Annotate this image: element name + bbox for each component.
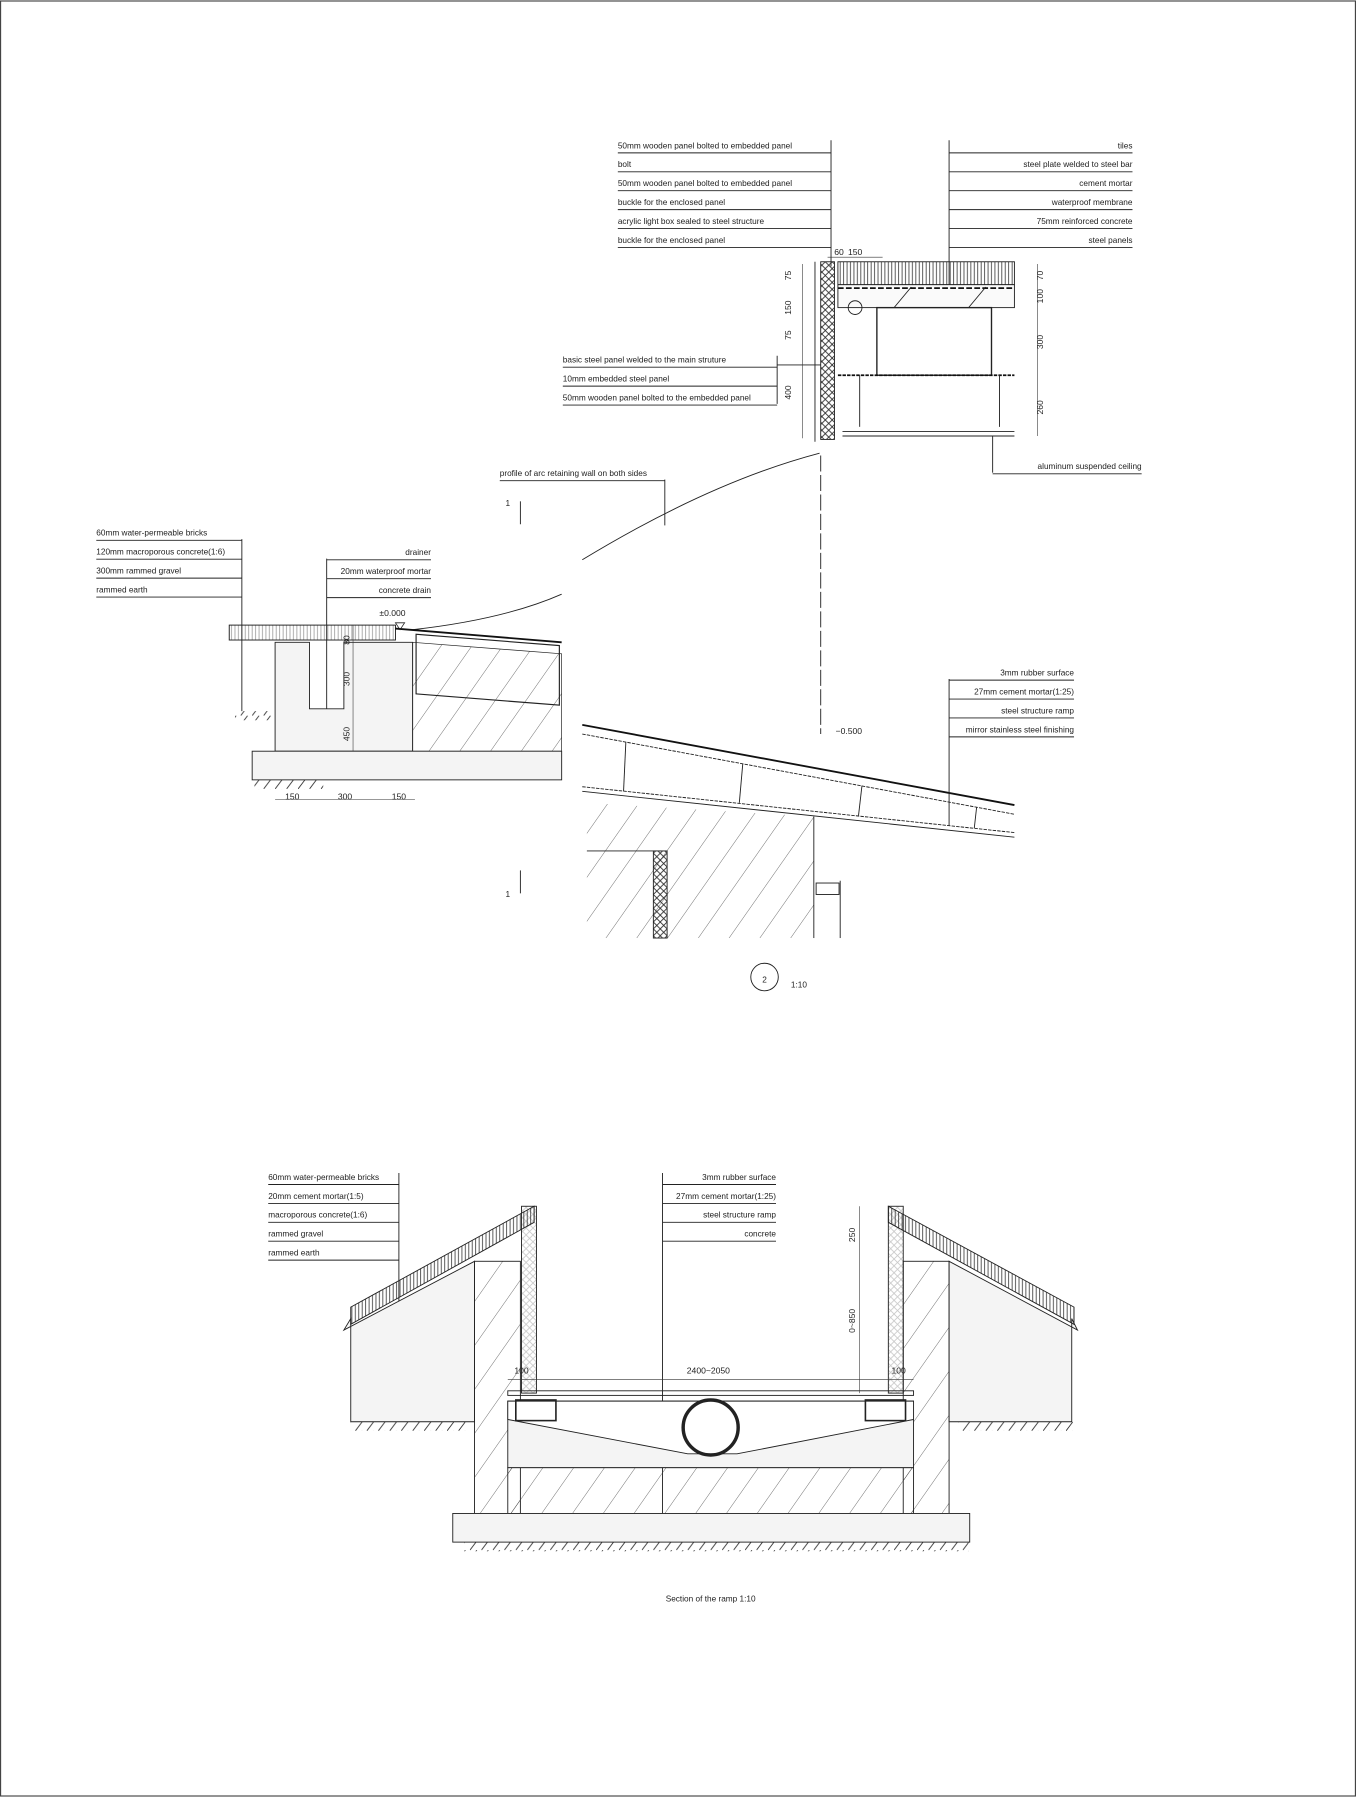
annotation-label: 120mm macroporous concrete(1:6) xyxy=(96,548,225,557)
annotation-label: rammed earth xyxy=(96,585,148,594)
dimension-label: 80 xyxy=(342,635,352,645)
annotation-label: concrete xyxy=(744,1230,776,1239)
dimension-label: 75 xyxy=(783,330,793,340)
annotation-label: 50mm wooden panel bolted to the embedded… xyxy=(563,393,751,402)
dimension-label: 150 xyxy=(392,791,407,801)
annotation-label: steel plate welded to steel bar xyxy=(1023,160,1132,169)
section-title: Section of the ramp 1:10 xyxy=(666,1595,756,1604)
annotation-label: buckle for the enclosed panel xyxy=(618,198,725,207)
annotation-label: 50mm wooden panel bolted to embedded pan… xyxy=(618,141,792,150)
dimension-label: 150 xyxy=(783,300,793,315)
elevation-label: ±0.000 xyxy=(379,608,405,618)
dimension-label: 300 xyxy=(342,672,352,687)
annotation-label: buckle for the enclosed panel xyxy=(618,236,725,245)
annotation-label: 60mm water-permeable bricks xyxy=(96,529,207,538)
dimension-label: 300 xyxy=(1035,335,1045,350)
dimension-label: 75 xyxy=(783,271,793,281)
annotation-label: steel structure ramp xyxy=(1001,706,1074,715)
annotation-label: 27mm cement mortar(1:25) xyxy=(974,687,1074,696)
annotation-label: 27mm cement mortar(1:25) xyxy=(676,1192,776,1201)
section-mark: 1 xyxy=(505,499,510,508)
annotation-label: steel panels xyxy=(1088,236,1132,245)
annotation-label: 50mm wooden panel bolted to embedded pan… xyxy=(618,179,792,188)
dimension-label: 100 xyxy=(1035,289,1045,304)
dimension-label: 0~850 xyxy=(847,1309,857,1333)
wall-ceiling-detail xyxy=(776,140,1038,735)
detail-number-circle xyxy=(750,962,779,992)
section-mark: 1 xyxy=(505,890,510,899)
annotation-label: 10mm embedded steel panel xyxy=(563,375,670,384)
ramp-section xyxy=(342,1173,1079,1552)
annotation-label: mirror stainless steel finishing xyxy=(966,725,1075,734)
annotation-label: 3mm rubber surface xyxy=(1000,669,1074,678)
annotation-label: 20mm waterproof mortar xyxy=(341,567,432,576)
annotation-label: 300mm rammed gravel xyxy=(96,567,181,576)
arc-retaining-wall-upper xyxy=(582,452,820,561)
annotation-label: basic steel panel welded to the main str… xyxy=(563,356,727,365)
arc-retaining-wall-lower xyxy=(412,593,562,631)
annotation-label: cement mortar xyxy=(1079,179,1132,188)
annotation-label: 20mm cement mortar(1:5) xyxy=(268,1192,364,1201)
ramp-detail xyxy=(582,678,1015,939)
dimension-label: 150 xyxy=(285,791,300,801)
detail-number: 2 xyxy=(762,976,767,985)
annotation-label: acrylic light box sealed to steel struct… xyxy=(618,217,765,226)
annotation-label: concrete drain xyxy=(379,586,432,595)
dimension-label: 400 xyxy=(783,385,793,400)
annotation-label: steel structure ramp xyxy=(703,1211,776,1220)
dimension-label: 100 xyxy=(514,1366,529,1376)
dimension-label: 300 xyxy=(338,791,353,801)
annotation-label: aluminum suspended ceiling xyxy=(1038,462,1143,471)
annotation-label: drainer xyxy=(405,548,431,557)
dimension-label: 60 xyxy=(834,247,844,257)
annotation-label: profile of arc retaining wall on both si… xyxy=(500,469,647,478)
annotation-label: tiles xyxy=(1118,141,1133,150)
annotation-label: rammed earth xyxy=(268,1249,320,1258)
annotation-label: 75mm reinforced concrete xyxy=(1037,217,1133,226)
dimension-label: 450 xyxy=(342,727,352,742)
annotation-label: macroporous concrete(1:6) xyxy=(268,1211,367,1220)
dimension-label: 150 xyxy=(848,247,863,257)
annotation-label: rammed gravel xyxy=(268,1230,323,1239)
dimension-label: 250 xyxy=(847,1228,857,1243)
annotation-label: waterproof membrane xyxy=(1051,198,1133,207)
annotation-label: 3mm rubber surface xyxy=(702,1173,776,1182)
dimension-label: 70 xyxy=(1035,271,1045,281)
detail-scale: 1:10 xyxy=(791,980,807,989)
dimension-label: 2400~2050 xyxy=(687,1366,730,1376)
elevation-label: −0.500 xyxy=(836,726,863,736)
drain-detail xyxy=(228,539,563,800)
annotation-label: 60mm water-permeable bricks xyxy=(268,1173,379,1182)
dimension-label: 260 xyxy=(1035,400,1045,415)
dimension-label: 100 xyxy=(891,1366,906,1376)
annotation-label: bolt xyxy=(618,160,632,169)
